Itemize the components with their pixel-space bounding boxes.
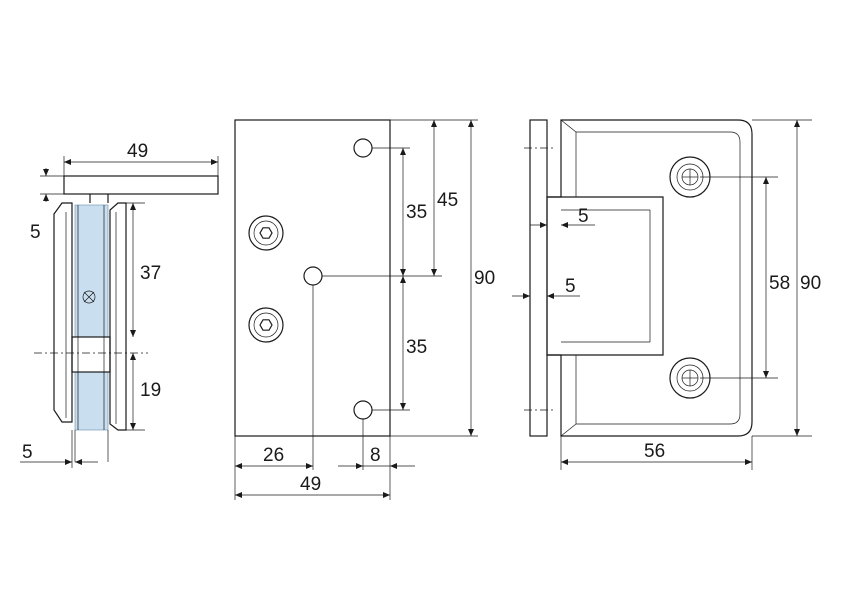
back-hole-spacing-label: 58 <box>769 273 790 294</box>
front-right-offset-label: 8 <box>370 445 381 466</box>
front-upper-offset-label: 45 <box>437 190 458 211</box>
side-screw-symbol <box>82 290 96 304</box>
front-hole-spacing-upper-label: 35 <box>406 202 427 223</box>
front-hole-top <box>353 138 373 158</box>
side-width-label: 49 <box>127 141 148 162</box>
back-mounting-plate <box>529 119 548 437</box>
side-view: 49 5 37 19 5 <box>20 141 219 468</box>
front-view: 35 35 45 90 26 8 49 <box>234 119 495 500</box>
front-hole-bottom <box>353 400 373 420</box>
hex-screw-lower <box>248 307 284 343</box>
back-total-height-label: 90 <box>800 273 821 294</box>
front-plate <box>234 119 391 437</box>
back-door-recess <box>547 196 664 356</box>
side-right-clamp <box>109 202 127 431</box>
back-view: 5 5 58 90 56 <box>512 119 821 470</box>
hex-screw-upper <box>248 215 284 251</box>
back-hinge-body <box>546 119 753 437</box>
side-flange-plate <box>63 175 219 195</box>
front-hole-spacing-lower-label: 35 <box>406 337 427 358</box>
side-upper-height-label: 37 <box>140 263 161 284</box>
back-plate-thickness-label: 5 <box>565 276 576 297</box>
front-left-width-label: 26 <box>263 445 284 466</box>
back-body-width-label: 56 <box>644 441 665 462</box>
glass-panel-upper <box>74 204 109 338</box>
side-glass-offset-label: 5 <box>22 442 33 463</box>
side-lower-height-label: 19 <box>140 380 161 401</box>
front-total-width-label: 49 <box>300 474 321 495</box>
side-flange-label: 5 <box>30 222 41 243</box>
front-hole-middle <box>303 266 323 286</box>
back-recess-depth-label: 5 <box>578 206 589 227</box>
side-left-clamp <box>53 202 73 423</box>
side-pivot-block <box>71 336 111 373</box>
front-total-height-label: 90 <box>474 268 495 289</box>
glass-panel-lower <box>74 371 109 431</box>
